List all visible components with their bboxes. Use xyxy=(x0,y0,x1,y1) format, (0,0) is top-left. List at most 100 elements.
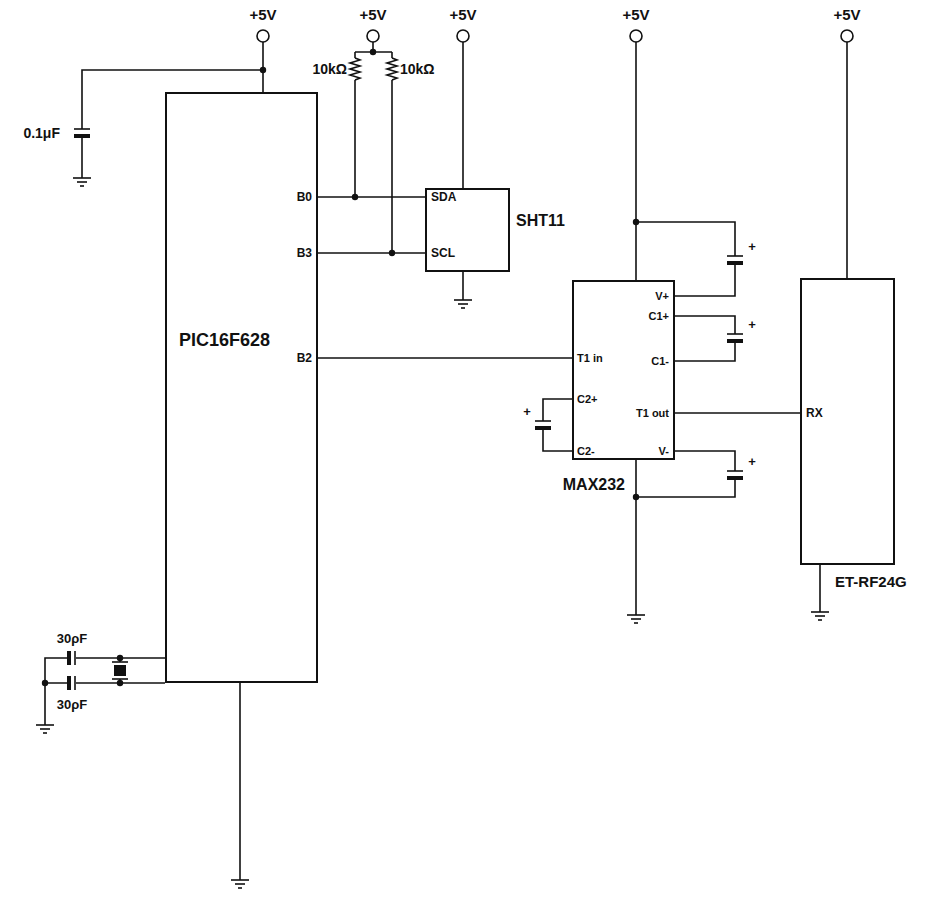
schematic-label: 10kΩ xyxy=(312,62,347,76)
wire xyxy=(846,42,848,278)
ground-symbol xyxy=(231,879,249,881)
ground-symbol xyxy=(454,299,472,301)
signal-wire xyxy=(318,196,425,198)
part-name: SHT11 xyxy=(516,212,565,230)
part-name: ET-RF24G xyxy=(835,573,907,590)
schematic-label: C2+ xyxy=(577,394,598,405)
schematic-label: C2- xyxy=(577,446,595,457)
schematic-label: +5V xyxy=(833,7,860,22)
schematic-label: +5V xyxy=(359,7,386,22)
schematic-label: T1 out xyxy=(636,408,669,419)
schematic-label: + xyxy=(748,240,756,253)
supply-terminal xyxy=(841,30,853,42)
wire xyxy=(462,42,464,188)
capacitor-symbol xyxy=(535,420,551,422)
schematic-label: SDA xyxy=(431,191,456,203)
ground-symbol xyxy=(36,724,54,726)
capacitor-symbol xyxy=(535,426,551,430)
part-name: PIC16F628 xyxy=(179,330,270,351)
ground-symbol xyxy=(627,614,645,616)
schematic-label: V- xyxy=(659,446,669,457)
schematic-label: +5V xyxy=(622,7,649,22)
capacitor-symbol xyxy=(74,128,90,130)
resistor-symbol xyxy=(350,58,360,80)
signal-wire xyxy=(318,252,425,254)
schematic-label: V+ xyxy=(655,291,669,302)
ground-symbol xyxy=(238,887,242,889)
ground-symbol xyxy=(458,303,468,305)
ground-symbol xyxy=(631,618,641,620)
capacitor-symbol xyxy=(727,333,743,335)
wire xyxy=(45,658,165,725)
capacitor-symbol xyxy=(727,339,743,343)
wire xyxy=(462,272,464,300)
supply-terminal xyxy=(630,30,642,42)
wire xyxy=(635,460,637,615)
wire xyxy=(635,42,637,280)
wire xyxy=(45,682,165,684)
wire xyxy=(354,52,356,58)
schematic-label: + xyxy=(748,318,756,331)
capacitor-symbol xyxy=(67,676,71,690)
crystal-symbol xyxy=(114,665,126,676)
wire xyxy=(391,80,393,253)
wire xyxy=(82,70,263,129)
schematic-label: +5V xyxy=(449,7,476,22)
capacitor-symbol xyxy=(74,676,76,690)
wire xyxy=(543,430,572,451)
schematic-label: + xyxy=(523,405,531,418)
capacitor-symbol xyxy=(727,255,743,257)
schematic-label: 30ρF xyxy=(57,632,87,645)
schematic-label: 0.1μF xyxy=(23,126,60,140)
microcontroller-chip: PIC16F628 xyxy=(165,92,318,683)
resistor-symbol xyxy=(387,58,397,80)
ground-symbol xyxy=(634,622,638,624)
schematic-label: B3 xyxy=(297,247,312,259)
schematic-label: C1+ xyxy=(649,311,670,322)
capacitor-symbol xyxy=(74,134,90,138)
wire xyxy=(81,138,83,178)
capacitor-symbol xyxy=(74,651,76,665)
capacitor-symbol xyxy=(727,476,743,480)
schematic-label: B0 xyxy=(297,191,312,203)
schematic-label: RX xyxy=(806,407,823,419)
capacitor-symbol xyxy=(727,261,743,265)
wire xyxy=(819,565,821,612)
rf-module: ET-RF24G xyxy=(800,278,895,565)
wire xyxy=(675,343,735,361)
ground-symbol xyxy=(815,615,825,617)
junction-dot xyxy=(42,680,48,686)
ground-symbol xyxy=(77,181,87,183)
capacitor-symbol xyxy=(67,651,71,665)
ground-symbol xyxy=(40,728,50,730)
schematic-label: SCL xyxy=(431,247,455,259)
wire xyxy=(355,51,392,53)
ground-symbol xyxy=(80,185,84,187)
ground-symbol xyxy=(73,177,91,179)
wire xyxy=(636,222,735,256)
ground-symbol xyxy=(818,619,822,621)
schematic-label: B2 xyxy=(297,352,312,364)
schematic-label: T1 in xyxy=(577,353,603,364)
schematic-label: + xyxy=(748,455,756,468)
schematic-label: C1- xyxy=(651,356,669,367)
crystal-symbol xyxy=(112,661,128,663)
capacitor-symbol xyxy=(727,470,743,472)
ground-symbol xyxy=(235,883,245,885)
wire xyxy=(675,265,735,296)
wire xyxy=(675,451,735,471)
wire xyxy=(636,480,735,497)
supply-terminal xyxy=(257,30,269,42)
wire xyxy=(543,399,572,421)
crystal-symbol xyxy=(119,679,121,683)
junction-dot xyxy=(117,655,123,661)
ground-symbol xyxy=(811,611,829,613)
junction-dot xyxy=(633,494,639,500)
signal-wire xyxy=(318,357,572,359)
schematic-label: 10kΩ xyxy=(400,62,435,76)
ground-symbol xyxy=(461,307,465,309)
part-name: MAX232 xyxy=(563,476,625,494)
